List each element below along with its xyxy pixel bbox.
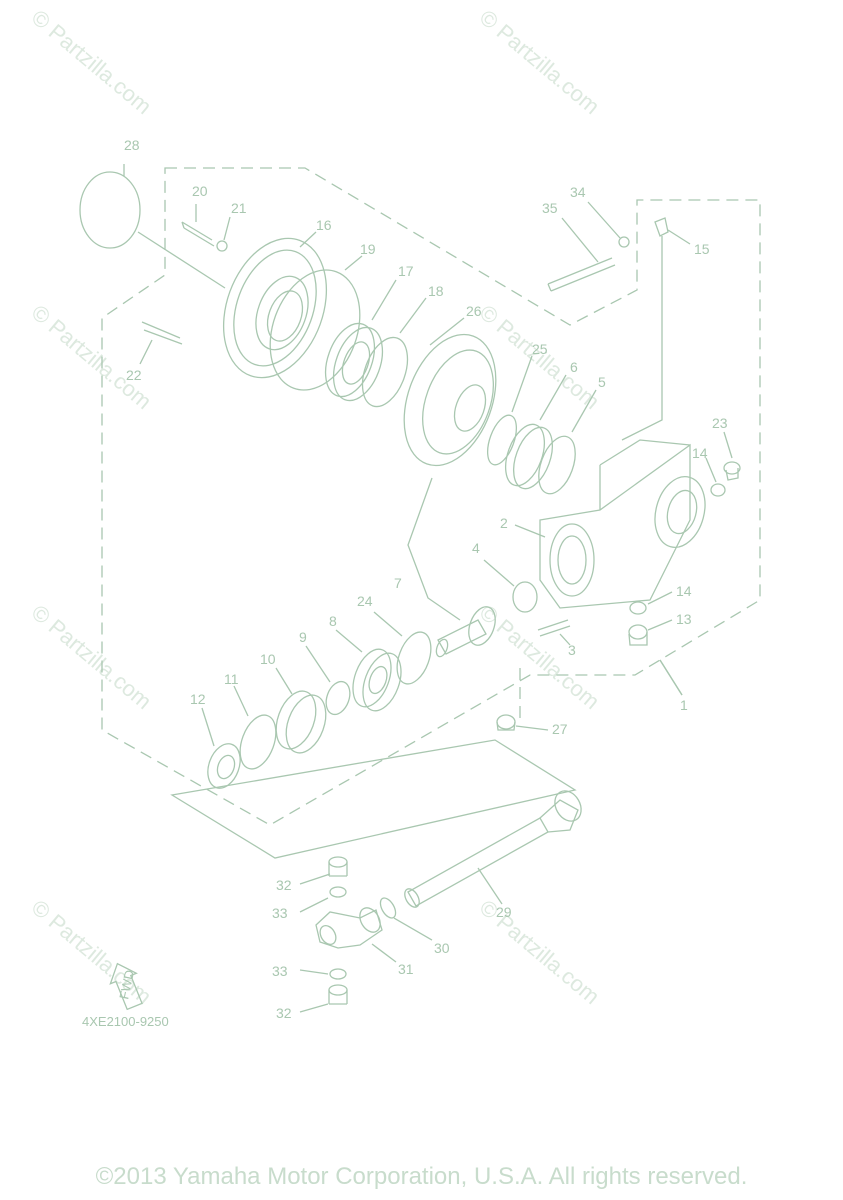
- ring-18: [361, 336, 409, 408]
- watermark: © Partzilla.com: [475, 5, 605, 119]
- assembly-boundary: [101, 167, 761, 826]
- oil-seal-12: [207, 743, 241, 789]
- callout-26: 26: [466, 303, 482, 319]
- ring-nut-10: [275, 690, 327, 754]
- callout-5: 5: [598, 374, 606, 390]
- gasket-14-upper: [710, 483, 726, 497]
- callout-21: 21: [231, 200, 247, 216]
- callout-14-upper: 14: [692, 445, 708, 461]
- callout-24: 24: [357, 593, 373, 609]
- callout-14-lower: 14: [676, 583, 692, 599]
- pin-35: [547, 257, 616, 292]
- fwd-label: FWD: [116, 969, 137, 1001]
- callout-33-upper: 33: [272, 905, 288, 921]
- callout-33-lower: 33: [272, 963, 288, 979]
- forward-arrow-icon: FWD: [109, 962, 143, 1011]
- callout-35: 35: [542, 200, 558, 216]
- circlip-30: [379, 897, 397, 919]
- washer-34: [618, 236, 630, 248]
- breather-15: [621, 217, 669, 441]
- callout-15: 15: [694, 241, 710, 257]
- watermark: © Partzilla.com: [475, 895, 605, 1009]
- bearing-17: [324, 322, 384, 402]
- drain-plug-23: [723, 461, 741, 481]
- callout-9: 9: [299, 629, 307, 645]
- callout-31: 31: [398, 961, 414, 977]
- copyright-notice: ©2013 Yamaha Motor Corporation, U.S.A. A…: [95, 1163, 748, 1190]
- callout-12: 12: [190, 691, 206, 707]
- watermarks: © Partzilla.com © Partzilla.com © Partzi…: [27, 5, 605, 1009]
- callout-2: 2: [500, 515, 508, 531]
- callout-29: 29: [496, 904, 512, 920]
- callout-25: 25: [532, 341, 548, 357]
- callout-27: 27: [552, 721, 568, 737]
- bearing-cup-32-lower: [328, 984, 348, 1005]
- callout-8: 8: [329, 613, 337, 629]
- universal-joint-31: [315, 907, 383, 949]
- bolt-20: [181, 221, 215, 247]
- callout-32-lower: 32: [276, 1005, 292, 1021]
- callout-17: 17: [398, 263, 414, 279]
- filler-plug-13: [628, 624, 648, 646]
- callout-32-upper: 32: [276, 877, 292, 893]
- callout-19: 19: [360, 241, 376, 257]
- callout-3: 3: [568, 642, 576, 658]
- watermark: © Partzilla.com: [27, 300, 157, 414]
- callout-11: 11: [224, 671, 239, 687]
- differential-case-2: [539, 439, 706, 609]
- bolt-22: [141, 321, 183, 345]
- callout-4: 4: [472, 540, 480, 556]
- bearing-cup-32-upper: [328, 856, 348, 877]
- callout-34: 34: [570, 184, 586, 200]
- o-ring-28: [79, 171, 141, 249]
- clip-33-lower: [329, 968, 347, 980]
- callout-23: 23: [712, 415, 728, 431]
- callout-18: 18: [428, 283, 444, 299]
- clip-33-upper: [329, 886, 347, 898]
- callout-7: 7: [394, 575, 402, 591]
- collar-9: [325, 680, 351, 716]
- callout-28: 28: [124, 137, 140, 153]
- stud-bolt-3: [537, 619, 571, 637]
- callout-16: 16: [316, 217, 332, 233]
- callout-30: 30: [434, 940, 450, 956]
- callout-10: 10: [260, 651, 276, 667]
- shaft-group-outline: [170, 739, 577, 859]
- callout-1: 1: [680, 697, 688, 713]
- watermark: © Partzilla.com: [475, 600, 605, 714]
- nut-27: [496, 714, 516, 731]
- o-ring-11: [239, 714, 277, 770]
- bearing-8: [352, 648, 402, 712]
- collar-4: [512, 581, 538, 613]
- drive-shaft-29: [404, 790, 582, 908]
- ring-gear-26: [403, 333, 497, 467]
- housing-cover-16: [222, 237, 328, 379]
- callout-13: 13: [676, 611, 692, 627]
- oil-seal-5: [538, 435, 576, 495]
- pinion-gear-7: [435, 606, 496, 658]
- callout-labels: 1 2 3 4 5 6 7 8 9 10 11 12 13 14 14 15 1…: [124, 137, 728, 1021]
- diagram-code: 4XE2100-9250: [82, 1014, 169, 1029]
- callout-20: 20: [192, 183, 208, 199]
- watermark: © Partzilla.com: [27, 600, 157, 714]
- shim-25: [486, 414, 518, 466]
- callout-6: 6: [570, 359, 578, 375]
- watermark: © Partzilla.com: [27, 5, 157, 119]
- gasket-14-lower: [629, 601, 647, 615]
- washer-21: [216, 240, 228, 252]
- bearing-6: [504, 423, 554, 490]
- callout-22: 22: [126, 367, 142, 383]
- o-ring-24: [396, 631, 432, 685]
